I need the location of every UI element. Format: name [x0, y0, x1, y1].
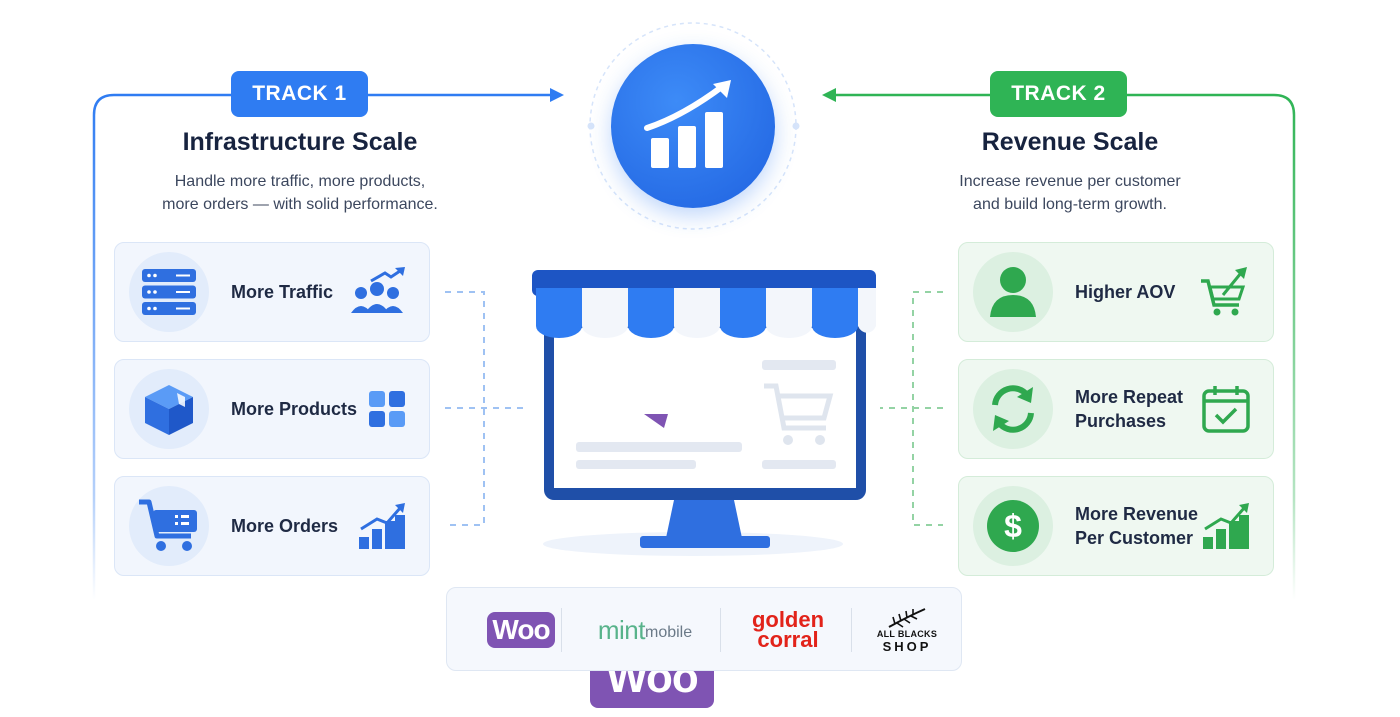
track1-title: Infrastructure Scale	[182, 128, 418, 156]
logo-separator	[720, 608, 721, 652]
logo-separator	[851, 608, 852, 652]
logo-mint-sub: mobile	[644, 624, 693, 641]
track2-badge: TRACK 2	[990, 71, 1127, 117]
logo-woo-mark: Woo	[487, 612, 555, 648]
calendar-check-icon	[1201, 384, 1251, 434]
bar-growth-icon	[1201, 501, 1251, 551]
dollar-icon: $	[973, 486, 1053, 566]
cart-icon	[129, 486, 209, 566]
card-label: More Revenue Per Customer	[1075, 504, 1199, 548]
card-more-products: More Products	[114, 359, 430, 459]
card-label: More Repeat Purchases	[1075, 387, 1184, 431]
logo-woo: Woo	[461, 588, 581, 672]
card-label: More Traffic	[231, 282, 334, 302]
logo-allblacks-line1: ALL BLACKS	[876, 628, 938, 639]
box-icon	[129, 369, 209, 449]
card-more-orders: More Orders	[114, 476, 430, 576]
card-label: More Orders	[231, 516, 339, 536]
server-icon	[129, 252, 209, 332]
logo-golden-line1: golden	[751, 607, 825, 632]
fern-icon	[888, 607, 926, 628]
track2-description: Increase revenue per customer and build …	[959, 173, 1181, 213]
logo-all-blacks-shop: ALL BLACKS SHOP	[857, 588, 957, 672]
card-label: More Products	[231, 399, 358, 419]
customer-logos-bar: Woo mint mobile golden corral ALL BLACKS…	[446, 587, 962, 671]
logo-allblacks-line2: SHOP	[882, 638, 932, 654]
storefront-monitor: Woo	[528, 268, 880, 708]
svg-text:$: $	[1004, 508, 1022, 544]
card-more-repeat-purchases: More Repeat Purchases	[958, 359, 1274, 459]
track2-title: Revenue Scale	[981, 128, 1159, 156]
track1-badge: TRACK 1	[231, 71, 368, 117]
logo-golden-line2: corral	[757, 627, 819, 652]
cart-growth-icon	[1199, 267, 1251, 317]
track1-description: Handle more traffic, more products, more…	[162, 173, 438, 213]
card-label: Higher AOV	[1075, 282, 1176, 302]
woo-bubble-tail	[644, 414, 668, 428]
refresh-icon	[973, 369, 1053, 449]
logo-mint-mobile: mint mobile	[573, 588, 717, 672]
growth-chart-icon	[611, 44, 775, 208]
logo-separator	[561, 608, 562, 652]
bar-growth-icon	[357, 501, 407, 551]
logo-golden-corral: golden corral	[727, 588, 849, 672]
track2-cards: Higher AOV More Repeat Purchases	[958, 242, 1276, 582]
card-more-revenue-per-customer: $ More Revenue Per Customer	[958, 476, 1274, 576]
logo-mint-main: mint	[597, 614, 646, 645]
card-higher-aov: Higher AOV	[958, 242, 1274, 342]
grid-icon	[367, 389, 407, 429]
users-growth-icon	[349, 267, 407, 317]
user-icon	[973, 252, 1053, 332]
track1-cards: More Traffic More Products	[114, 242, 432, 582]
card-more-traffic: More Traffic	[114, 242, 430, 342]
